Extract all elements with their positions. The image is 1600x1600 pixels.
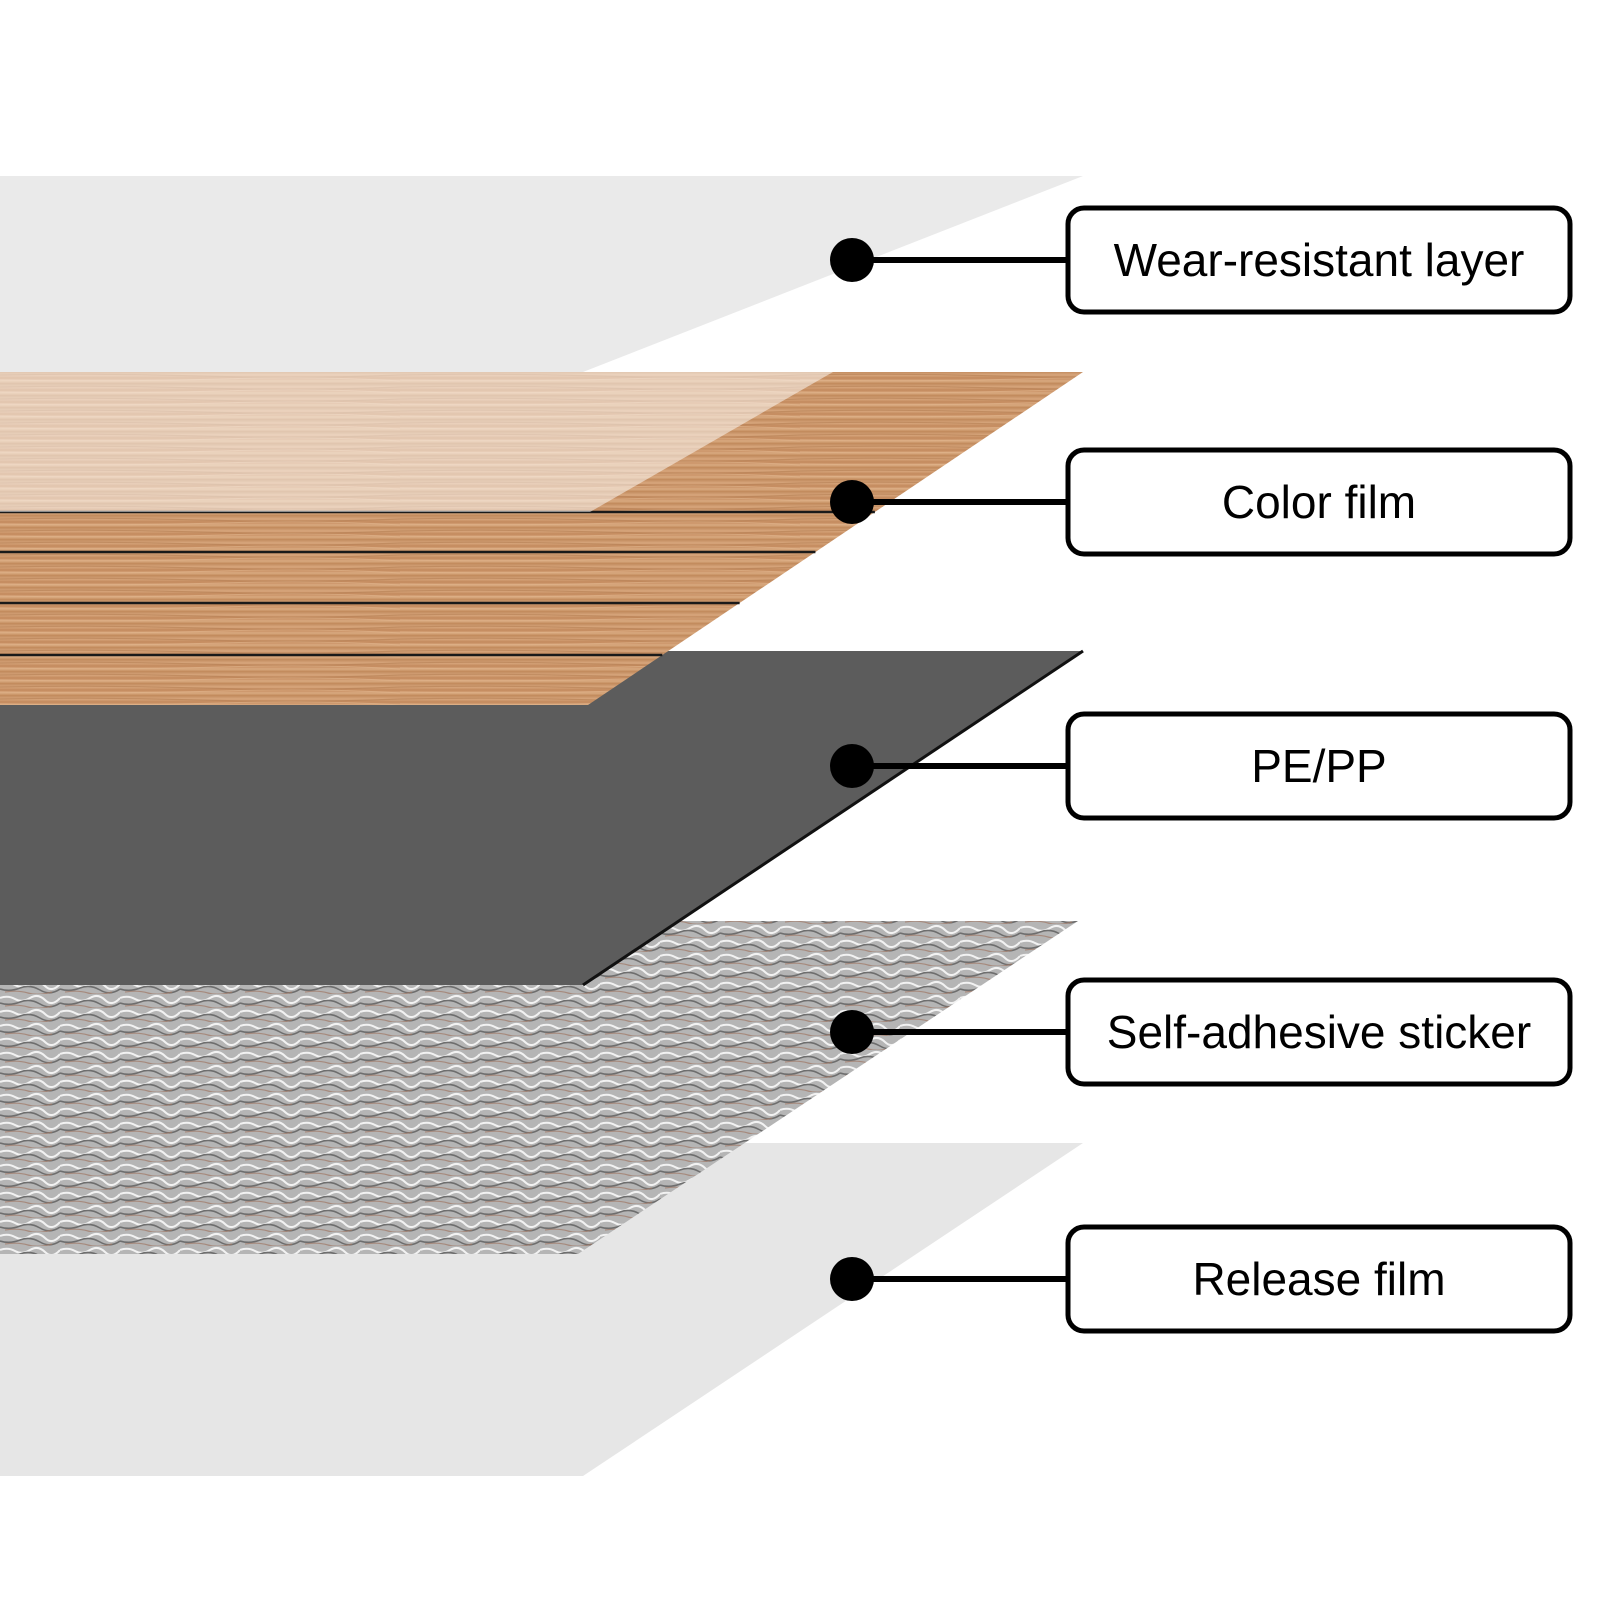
callout-adhesive: Self-adhesive sticker xyxy=(830,977,1573,1087)
callout-color: Color film xyxy=(830,447,1573,557)
callout-release: Release film xyxy=(830,1224,1573,1334)
layer-slab-pepp xyxy=(0,651,1083,985)
layer-label-pepp: PE/PP xyxy=(1251,740,1387,792)
callout-label-box xyxy=(1065,447,1573,557)
layer-edge-pepp xyxy=(582,649,1084,987)
callout-label-box xyxy=(1065,977,1573,1087)
layer-label-color: Color film xyxy=(1222,476,1416,528)
callout-wear: Wear-resistant layer xyxy=(830,205,1573,315)
layer-label-adhesive: Self-adhesive sticker xyxy=(1107,1006,1531,1058)
layer-slab-wear xyxy=(0,176,1083,372)
wear-overlay xyxy=(0,372,833,512)
callout-label-box xyxy=(1065,205,1573,315)
layer-slab-adhesive xyxy=(0,921,1078,1254)
callout-label-box xyxy=(1065,711,1573,821)
layer-label-wear: Wear-resistant layer xyxy=(1114,234,1525,286)
callout-pepp: PE/PP xyxy=(830,711,1573,821)
layer-label-release: Release film xyxy=(1192,1253,1445,1305)
callout-label-box xyxy=(1065,1224,1573,1334)
